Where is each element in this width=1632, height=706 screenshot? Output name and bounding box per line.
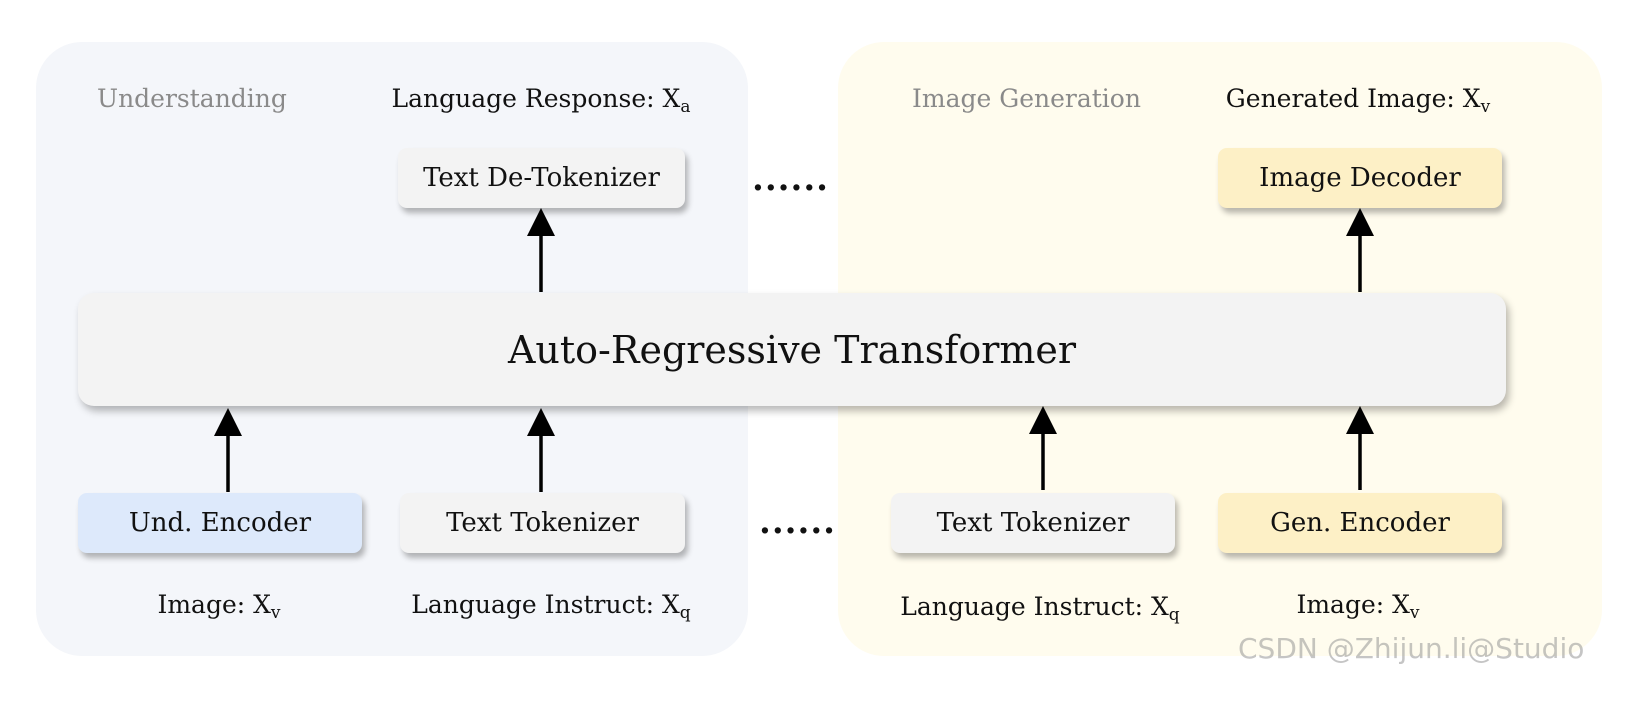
image-input-label-generation: Image: Xv <box>1296 590 1420 623</box>
image-decoder-box: Image Decoder <box>1218 148 1502 208</box>
text-detokenizer-box: Text De-Tokenizer <box>398 148 685 208</box>
top-ellipsis: ...... <box>752 159 830 199</box>
bottom-ellipsis: ...... <box>759 502 837 542</box>
generated-image-label: Generated Image: Xv <box>1225 84 1491 117</box>
image-generation-title: Image Generation <box>912 84 1141 113</box>
text-tokenizer-box-understanding: Text Tokenizer <box>400 493 685 553</box>
text-tokenizer-box-generation: Text Tokenizer <box>891 493 1175 553</box>
gen-encoder-box: Gen. Encoder <box>1218 493 1502 553</box>
image-input-label-understanding: Image: Xv <box>157 590 281 623</box>
und-encoder-box: Und. Encoder <box>78 493 362 553</box>
watermark: CSDN @Zhijun.li@Studio <box>1238 632 1585 665</box>
understanding-title: Understanding <box>97 84 287 113</box>
auto-regressive-transformer: Auto-Regressive Transformer <box>78 293 1506 406</box>
language-instruct-label-generation: Language Instruct: Xq <box>900 592 1180 625</box>
language-instruct-label-understanding: Language Instruct: Xq <box>411 590 691 623</box>
language-response-label: Language Response: Xa <box>391 84 691 117</box>
